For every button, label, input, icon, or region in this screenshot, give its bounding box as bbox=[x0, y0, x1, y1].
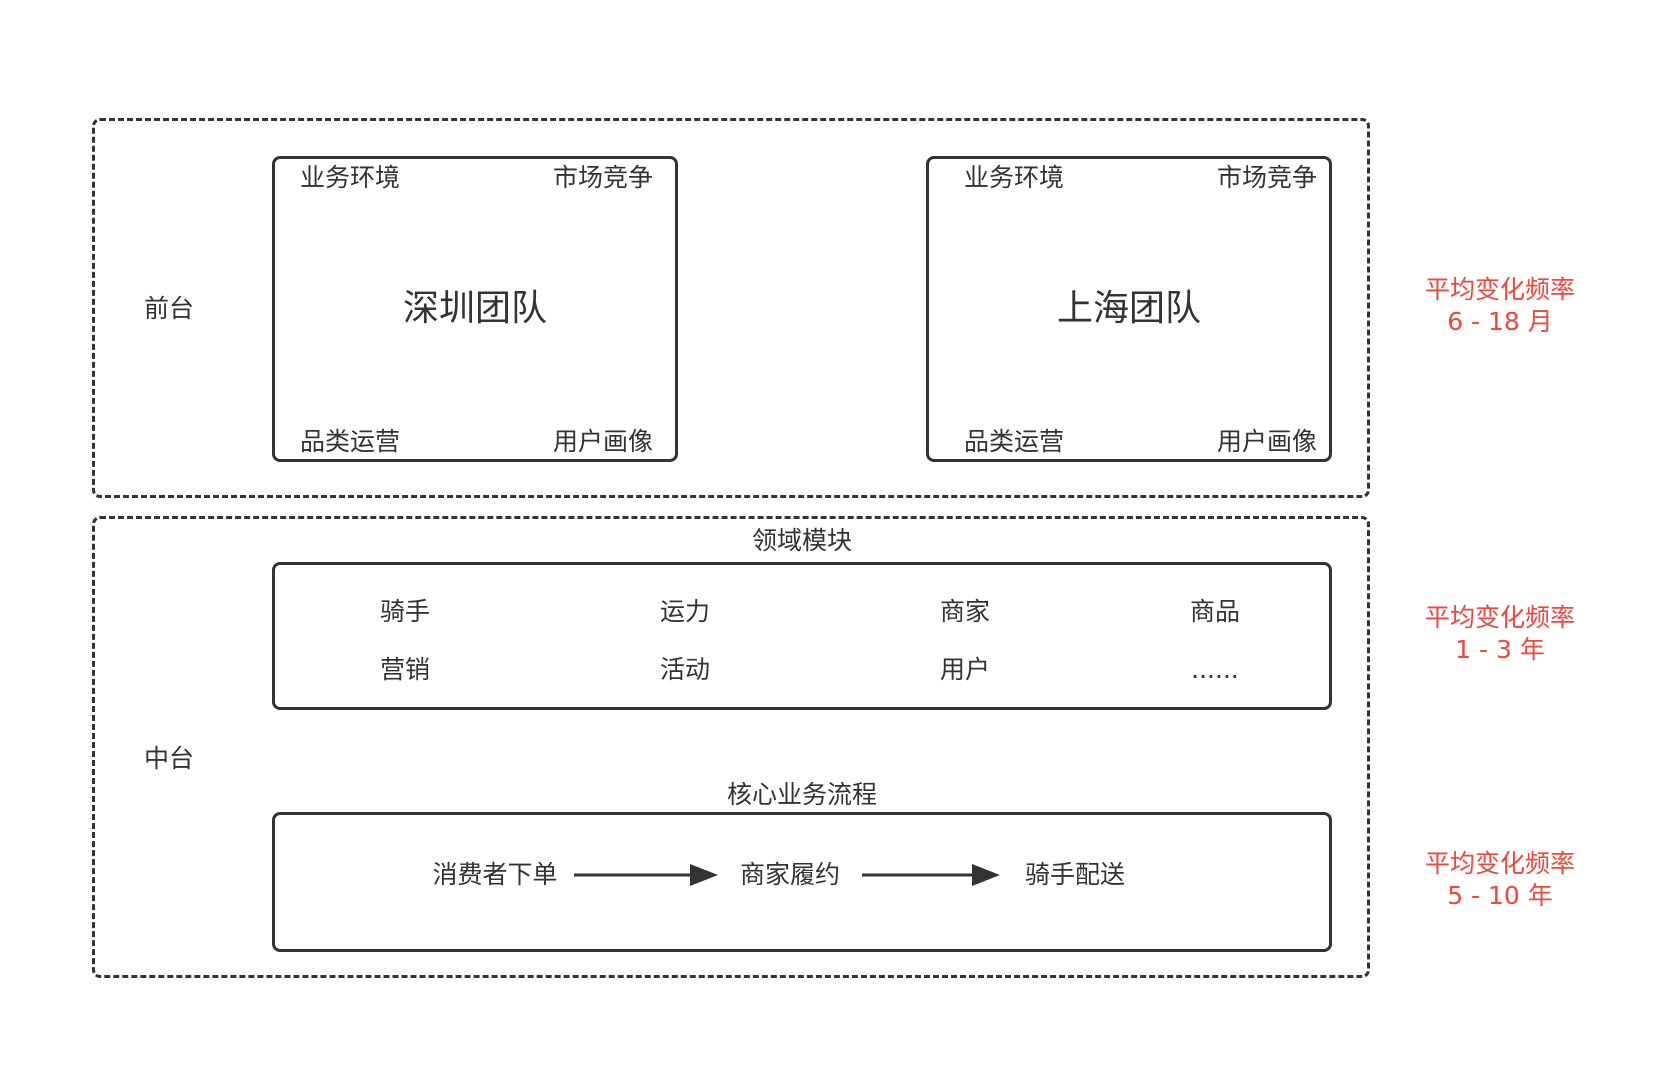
team-tr-label: 市场竞争 bbox=[552, 163, 653, 192]
process-step: 骑手配送 bbox=[1024, 860, 1125, 889]
domain-title: 领域模块 bbox=[751, 526, 852, 555]
process-step: 消费者下单 bbox=[432, 860, 558, 889]
front-frequency: 平均变化频率 6 - 18 月 bbox=[1380, 274, 1620, 338]
team-tr-label: 市场竞争 bbox=[1216, 163, 1317, 192]
domain-item: 营销 bbox=[379, 655, 430, 684]
process-frequency: 平均变化频率 5 - 10 年 bbox=[1380, 848, 1620, 912]
front-label: 前台 bbox=[144, 294, 195, 323]
team-tl-label: 业务环境 bbox=[300, 163, 401, 192]
domain-box: 骑手 运力 商家 商品 营销 活动 用户 ...... bbox=[272, 562, 1332, 710]
frequency-title: 平均变化频率 bbox=[1424, 849, 1575, 878]
process-step: 商家履约 bbox=[739, 860, 840, 889]
process-title: 核心业务流程 bbox=[726, 780, 877, 809]
team-box-shenzhen: 业务环境 市场竞争 深圳团队 品类运营 用户画像 bbox=[272, 156, 678, 462]
domain-item: 骑手 bbox=[379, 597, 430, 626]
team-br-label: 用户画像 bbox=[1216, 427, 1317, 456]
domain-item: 商家 bbox=[939, 597, 990, 626]
team-bl-label: 品类运营 bbox=[300, 427, 401, 456]
middle-section bbox=[92, 516, 1370, 978]
arrow-icon bbox=[862, 864, 1000, 886]
middle-label: 中台 bbox=[144, 744, 195, 773]
frequency-value: 1 - 3 年 bbox=[1455, 635, 1545, 664]
domain-item: 用户 bbox=[939, 655, 990, 684]
domain-item: 运力 bbox=[659, 597, 710, 626]
frequency-value: 6 - 18 月 bbox=[1447, 307, 1553, 336]
frequency-title: 平均变化频率 bbox=[1424, 603, 1575, 632]
domain-item: 商品 bbox=[1189, 597, 1240, 626]
team-name: 上海团队 bbox=[1056, 288, 1201, 329]
team-name: 深圳团队 bbox=[402, 288, 547, 329]
arrow-icon bbox=[574, 864, 718, 886]
team-br-label: 用户画像 bbox=[552, 427, 653, 456]
team-box-shanghai: 业务环境 市场竞争 上海团队 品类运营 用户画像 bbox=[926, 156, 1332, 462]
frequency-title: 平均变化频率 bbox=[1424, 275, 1575, 304]
process-box: 消费者下单 商家履约 骑手配送 bbox=[272, 812, 1332, 952]
team-bl-label: 品类运营 bbox=[964, 427, 1065, 456]
front-section bbox=[92, 118, 1370, 498]
frequency-value: 5 - 10 年 bbox=[1447, 881, 1553, 910]
domain-item: ...... bbox=[1191, 655, 1239, 684]
domain-frequency: 平均变化频率 1 - 3 年 bbox=[1380, 602, 1620, 666]
team-tl-label: 业务环境 bbox=[964, 163, 1065, 192]
domain-item: 活动 bbox=[659, 655, 710, 684]
